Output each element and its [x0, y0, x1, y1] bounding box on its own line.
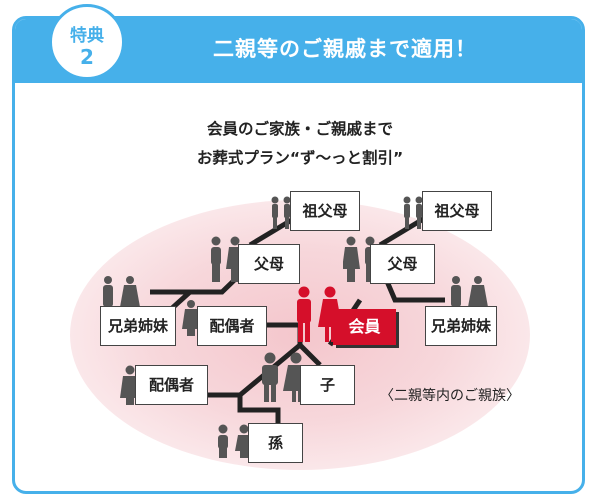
header-title: 二親等のご親戚まで適用！ [213, 37, 477, 61]
badge-number: 2 [80, 45, 94, 69]
grandparents-right-figure-icon [403, 196, 423, 229]
member-box: 会員 [333, 309, 396, 345]
child-box: 子 [300, 365, 355, 405]
badge-label: 特典 [70, 26, 104, 46]
grandchild-figure-icon [218, 424, 253, 458]
grandparents-left-figure-icon [271, 196, 291, 229]
relatives-note: 〈二親等内のご親族〉 [380, 388, 520, 404]
siblings-right-box: 兄弟姉妹 [425, 306, 497, 346]
siblings-right-figure-icon [451, 276, 488, 307]
intro-line-1: 会員のご家族・ご親戚まで [206, 120, 393, 138]
parents-left-box: 父母 [238, 244, 300, 284]
parents-right-box: 父母 [370, 244, 435, 284]
grandchild-box: 孫 [248, 423, 303, 463]
siblings-left-box: 兄弟姉妹 [100, 306, 176, 346]
siblings-left-figure-icon [103, 276, 140, 307]
spouse-box: 配偶者 [197, 306, 267, 346]
spouse-figure-icon [182, 300, 200, 336]
parents-left-figure-icon [211, 236, 244, 282]
grandparents-right-box: 祖父母 [422, 191, 492, 231]
child-spouse-box: 配偶者 [135, 365, 208, 405]
benefit-badge: 特典 2 [49, 4, 125, 80]
grandparents-left-box: 祖父母 [290, 191, 360, 231]
intro-line-2: お葬式プラン“ず～っと割引” [196, 149, 404, 167]
